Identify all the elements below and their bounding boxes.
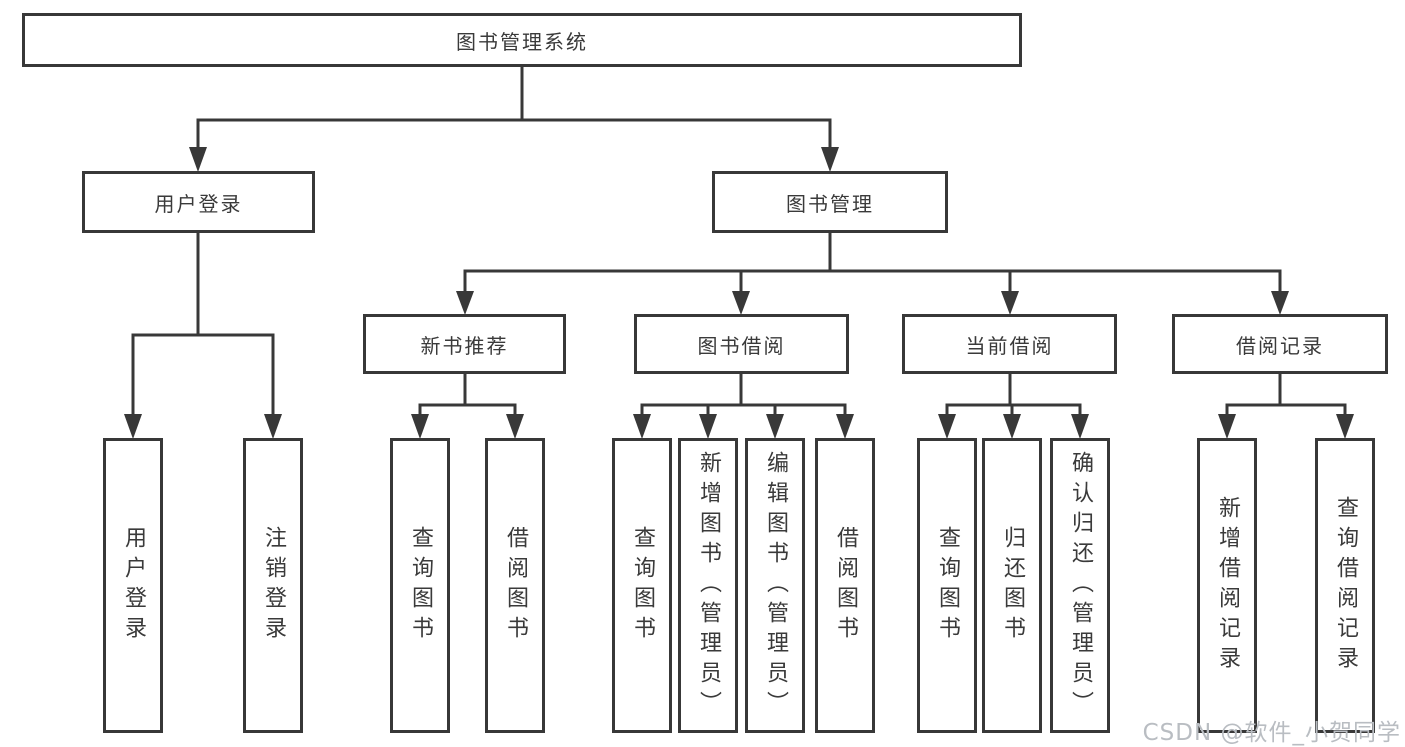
leaf-nbr-borrow-books: 借阅图书 (485, 438, 545, 733)
leaf-cb-confirm-return-admin-label: 确认归还（管理员） (1068, 450, 1093, 721)
leaf-bb-query-books-label: 查询图书 (630, 525, 655, 646)
leaf-bb-query-books: 查询图书 (612, 438, 672, 733)
leaf-bb-add-books-admin-label: 新增图书（管理员） (696, 450, 721, 721)
leaf-nbr-query-books: 查询图书 (390, 438, 450, 733)
watermark-text: CSDN @软件_小贺同学 (1142, 720, 1401, 746)
leaf-bb-edit-books-admin: 编辑图书（管理员） (745, 438, 805, 733)
node-current-borrowing-label: 当前借阅 (965, 333, 1054, 358)
leaf-br-query-record-label: 查询借阅记录 (1333, 495, 1358, 676)
connector-current-borrowing-children (938, 374, 1089, 439)
node-book-borrowing: 图书借阅 (634, 314, 849, 374)
leaf-logout-label: 注销登录 (261, 525, 286, 646)
leaf-bb-borrow-books-label: 借阅图书 (833, 525, 858, 646)
leaf-user-login-label: 用户登录 (121, 525, 146, 646)
leaf-cb-return-books-label: 归还图书 (1000, 525, 1025, 646)
node-book-borrowing-label: 图书借阅 (697, 333, 786, 358)
node-book-management: 图书管理 (712, 171, 948, 233)
leaf-cb-return-books: 归还图书 (982, 438, 1042, 733)
leaf-cb-query-books-label: 查询图书 (935, 525, 960, 646)
node-book-management-label: 图书管理 (786, 191, 874, 216)
connector-book-management-children (456, 233, 1289, 315)
connector-root-to-level2 (189, 66, 839, 172)
node-user-login: 用户登录 (82, 171, 315, 233)
connector-user-login-children (124, 233, 282, 439)
node-root: 图书管理系统 (22, 13, 1022, 67)
leaf-cb-confirm-return-admin: 确认归还（管理员） (1050, 438, 1110, 733)
connector-new-book-recommendation-children (411, 374, 524, 439)
leaf-logout: 注销登录 (243, 438, 303, 733)
node-new-book-recommendation: 新书推荐 (363, 314, 566, 374)
leaf-nbr-borrow-books-label: 借阅图书 (503, 525, 528, 646)
node-borrowing-records: 借阅记录 (1172, 314, 1388, 374)
node-current-borrowing: 当前借阅 (902, 314, 1117, 374)
leaf-user-login: 用户登录 (103, 438, 163, 733)
leaf-cb-query-books: 查询图书 (917, 438, 977, 733)
leaf-bb-add-books-admin: 新增图书（管理员） (678, 438, 738, 733)
connector-book-borrowing-children (633, 374, 854, 439)
connector-borrowing-records-children (1218, 374, 1354, 439)
leaf-br-add-record: 新增借阅记录 (1197, 438, 1257, 733)
node-user-login-label: 用户登录 (154, 191, 243, 216)
leaf-br-query-record: 查询借阅记录 (1315, 438, 1375, 733)
leaf-bb-edit-books-admin-label: 编辑图书（管理员） (763, 450, 788, 721)
node-borrowing-records-label: 借阅记录 (1236, 333, 1324, 358)
leaf-br-add-record-label: 新增借阅记录 (1215, 495, 1240, 676)
leaf-bb-borrow-books: 借阅图书 (815, 438, 875, 733)
leaf-nbr-query-books-label: 查询图书 (408, 525, 433, 646)
node-root-label: 图书管理系统 (456, 29, 588, 54)
node-new-book-recommendation-label: 新书推荐 (420, 333, 509, 358)
